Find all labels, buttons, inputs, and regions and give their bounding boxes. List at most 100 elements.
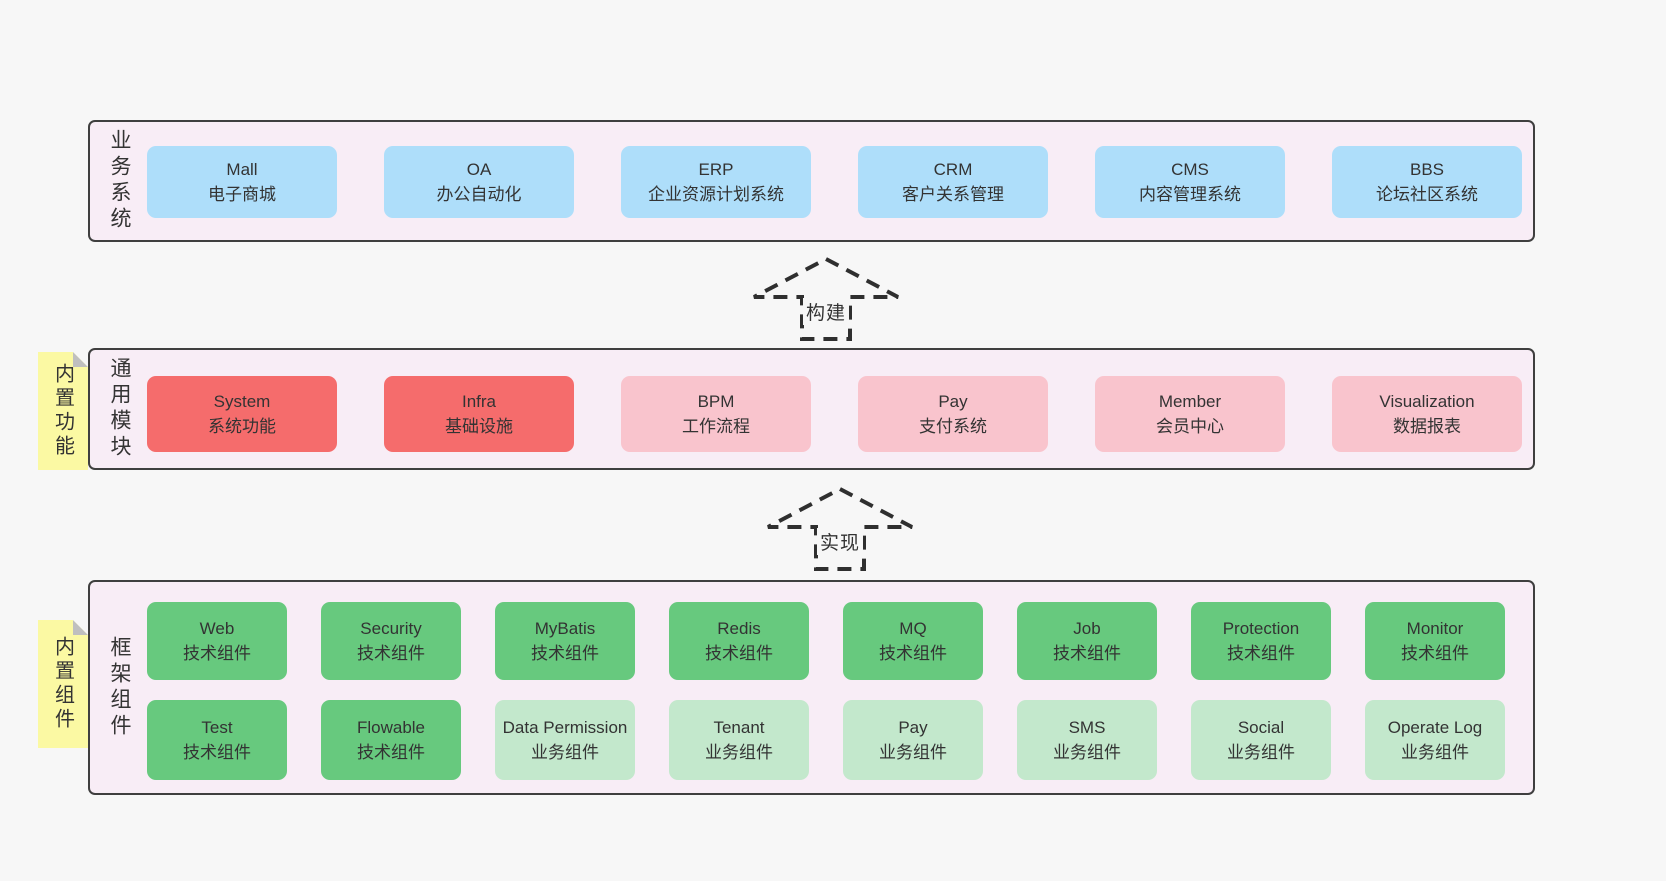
box-title: SMS — [1068, 717, 1106, 737]
box-subtitle: 支付系统 — [919, 417, 987, 436]
box-title: Operate Log — [1387, 717, 1483, 737]
box-monitor: Monitor 技术组件 — [1365, 602, 1505, 680]
box-title: Social — [1237, 717, 1285, 737]
box-subtitle: 企业资源计划系统 — [648, 185, 784, 204]
box-cms: CMS 内容管理系统 — [1095, 146, 1285, 218]
box-title: Protection — [1222, 618, 1300, 638]
box-job: Job 技术组件 — [1017, 602, 1157, 680]
box-title: Infra — [461, 391, 497, 411]
box-mybatis: MyBatis 技术组件 — [495, 602, 635, 680]
box-title: Web — [199, 618, 235, 638]
box-subtitle: 技术组件 — [1227, 644, 1295, 663]
box-flowable: Flowable 技术组件 — [321, 700, 461, 780]
dashed-up-arrow-icon — [767, 486, 913, 571]
box-sms: SMS 业务组件 — [1017, 700, 1157, 780]
box-subtitle: 业务组件 — [531, 743, 599, 762]
box-data-permission: Data Permission 业务组件 — [495, 700, 635, 780]
arrow-build-label: 构建 — [802, 298, 850, 325]
box-title: BPM — [697, 391, 735, 411]
box-title: Visualization — [1379, 391, 1475, 411]
box-title: OA — [466, 159, 492, 179]
box-title: CRM — [933, 159, 973, 179]
box-subtitle: 技术组件 — [357, 743, 425, 762]
box-test: Test 技术组件 — [147, 700, 287, 780]
box-title: Mall — [226, 159, 258, 179]
box-subtitle: 客户关系管理 — [902, 185, 1004, 204]
box-subtitle: 业务组件 — [1053, 743, 1121, 762]
box-redis: Redis 技术组件 — [669, 602, 809, 680]
box-subtitle: 系统功能 — [208, 417, 276, 436]
box-subtitle: 业务组件 — [705, 743, 773, 762]
box-title: Data Permission — [502, 717, 628, 737]
box-erp: ERP 企业资源计划系统 — [621, 146, 811, 218]
dashed-up-arrow-icon — [753, 256, 899, 341]
box-subtitle: 技术组件 — [531, 644, 599, 663]
box-subtitle: 办公自动化 — [436, 185, 522, 204]
components-row-1: Web 技术组件 Security 技术组件 MyBatis 技术组件 Redi… — [147, 602, 1505, 680]
box-subtitle: 业务组件 — [1227, 743, 1295, 762]
box-tenant: Tenant 业务组件 — [669, 700, 809, 780]
box-security: Security 技术组件 — [321, 602, 461, 680]
box-title: Flowable — [356, 717, 426, 737]
box-title: Monitor — [1406, 618, 1464, 638]
box-title: Security — [360, 618, 422, 638]
box-title: Pay — [898, 717, 928, 737]
box-mq: MQ 技术组件 — [843, 602, 983, 680]
box-system: System 系统功能 — [147, 376, 337, 452]
box-subtitle: 基础设施 — [445, 417, 513, 436]
box-title: Redis — [717, 618, 761, 638]
box-bpm: BPM 工作流程 — [621, 376, 811, 452]
box-subtitle: 技术组件 — [1401, 644, 1469, 663]
box-oa: OA 办公自动化 — [384, 146, 574, 218]
box-subtitle: 电子商城 — [208, 185, 276, 204]
arrow-implement-label: 实现 — [816, 528, 864, 555]
modules-box-row: System 系统功能 Infra 基础设施 BPM 工作流程 Pay 支付系统… — [147, 376, 1522, 452]
box-subtitle: 业务组件 — [879, 743, 947, 762]
box-title: MyBatis — [534, 618, 596, 638]
box-subtitle: 技术组件 — [705, 644, 773, 663]
box-subtitle: 数据报表 — [1393, 417, 1461, 436]
box-web: Web 技术组件 — [147, 602, 287, 680]
sticky-label: 内置组件 — [51, 636, 74, 732]
box-subtitle: 技术组件 — [183, 743, 251, 762]
sticky-label: 内置功能 — [51, 363, 74, 459]
box-subtitle: 技术组件 — [357, 644, 425, 663]
box-crm: CRM 客户关系管理 — [858, 146, 1048, 218]
box-operate-log: Operate Log 业务组件 — [1365, 700, 1505, 780]
sticky-note-builtin-features: 内置功能 — [38, 352, 88, 470]
box-subtitle: 内容管理系统 — [1139, 185, 1241, 204]
box-subtitle: 业务组件 — [1401, 743, 1469, 762]
box-subtitle: 技术组件 — [879, 644, 947, 663]
business-box-row: Mall 电子商城 OA 办公自动化 ERP 企业资源计划系统 CRM 客户关系… — [147, 146, 1522, 218]
box-title: BBS — [1409, 159, 1445, 179]
box-title: System — [213, 391, 271, 411]
sticky-note-builtin-components: 内置组件 — [38, 620, 88, 748]
box-bbs: BBS 论坛社区系统 — [1332, 146, 1522, 218]
box-title: Member — [1158, 391, 1222, 411]
box-title: Pay — [938, 391, 968, 411]
panel-modules-label: 通用模块 — [108, 357, 131, 461]
box-member: Member 会员中心 — [1095, 376, 1285, 452]
panel-framework-components: 框架组件 Web 技术组件 Security 技术组件 MyBatis 技术组件… — [88, 580, 1535, 795]
panel-business-systems: 业务系统 Mall 电子商城 OA 办公自动化 ERP 企业资源计划系统 CRM… — [88, 120, 1535, 242]
panel-components-label: 框架组件 — [108, 635, 131, 740]
box-subtitle: 工作流程 — [682, 417, 750, 436]
box-subtitle: 会员中心 — [1156, 417, 1224, 436]
box-title: Job — [1073, 618, 1101, 638]
box-title: CMS — [1171, 159, 1209, 179]
box-title: ERP — [698, 159, 734, 179]
box-social: Social 业务组件 — [1191, 700, 1331, 780]
box-title: Tenant — [713, 717, 765, 737]
box-visualization: Visualization 数据报表 — [1332, 376, 1522, 452]
box-title: MQ — [899, 618, 927, 638]
panel-common-modules: 通用模块 System 系统功能 Infra 基础设施 BPM 工作流程 Pay… — [88, 348, 1535, 470]
panel-business-label: 业务系统 — [108, 129, 131, 233]
box-subtitle: 技术组件 — [183, 644, 251, 663]
box-mall: Mall 电子商城 — [147, 146, 337, 218]
box-subtitle: 论坛社区系统 — [1376, 185, 1478, 204]
box-protection: Protection 技术组件 — [1191, 602, 1331, 680]
box-pay-module: Pay 支付系统 — [858, 376, 1048, 452]
up-arrow-build: 构建 — [751, 256, 901, 342]
box-subtitle: 技术组件 — [1053, 644, 1121, 663]
